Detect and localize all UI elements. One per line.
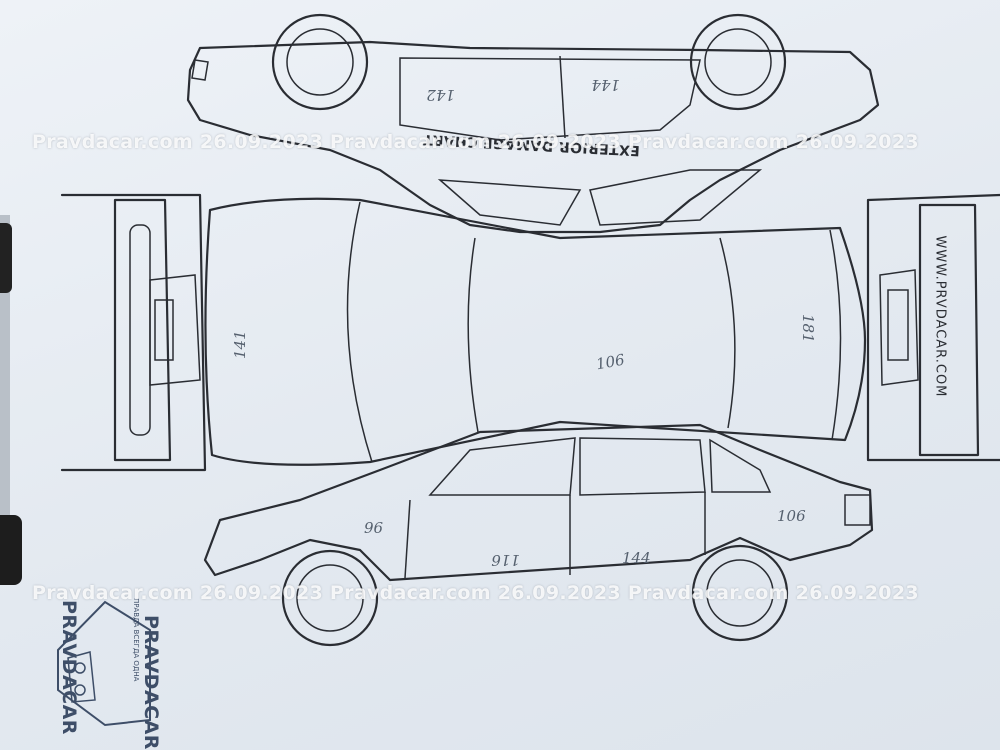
- reading-hood: 141: [231, 330, 249, 359]
- top-view: [204, 197, 867, 466]
- stamp-slogan: ПРАВДА ВСЕГДА ОДНА: [132, 598, 140, 682]
- reading-front-fender: 96: [364, 519, 384, 537]
- reading-rear-quarter: 106: [777, 507, 806, 525]
- stamp-brand-bottom: PRAVDACAR: [140, 615, 162, 750]
- side-view: [203, 423, 874, 647]
- reading-roof-left: 142: [426, 86, 455, 104]
- reading-front-door: 116: [491, 551, 520, 569]
- pravdacar-stamp: PRAVDACAR ПРАВДА ВСЕГДА ОДНА PRAVDACAR: [50, 590, 162, 750]
- clip-rail: [0, 215, 10, 585]
- clipboard-clip: [0, 215, 22, 585]
- stamp-brand-top: PRAVDACAR: [58, 600, 80, 735]
- stamp-emblem-icon: [57, 600, 151, 727]
- watermark-top: Pravdacar.com 26.09.2023 Pravdacar.com 2…: [32, 131, 919, 153]
- reading-roof-center: 106: [595, 351, 627, 374]
- form-url: WWW.PRVDACAR.COM: [932, 235, 948, 398]
- reading-roof-right: 144: [591, 76, 620, 94]
- clip-tab-top: [0, 223, 12, 293]
- clip-tab-bottom: [0, 515, 22, 585]
- side-view-upside-down: [186, 13, 880, 234]
- reading-rear-door: 144: [622, 549, 651, 567]
- front-view: [60, 193, 207, 472]
- reading-trunk: 181: [799, 314, 817, 343]
- rear-view: [866, 193, 1000, 462]
- watermark-bottom: Pravdacar.com 26.09.2023 Pravdacar.com 2…: [32, 582, 919, 604]
